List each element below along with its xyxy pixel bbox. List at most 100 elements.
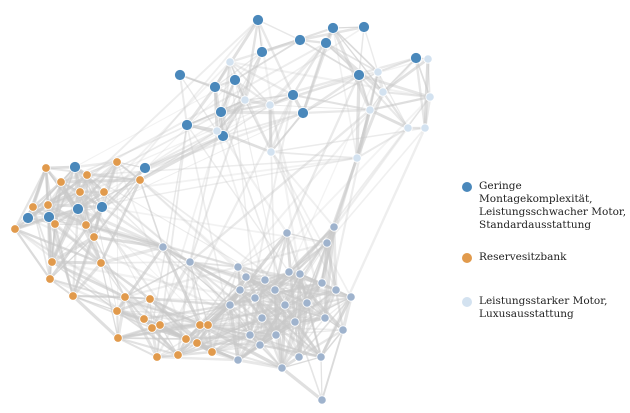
graph-edge (281, 356, 322, 369)
orange-node (139, 314, 149, 324)
graph-edge (48, 19, 259, 218)
orange-node (75, 187, 85, 197)
graph-edge (301, 73, 361, 115)
graph-edge (258, 288, 277, 347)
graph-edge (45, 167, 87, 226)
graph-edge (268, 103, 327, 320)
graph-edge (215, 98, 247, 133)
graph-edge (238, 288, 287, 307)
graph-edge (297, 301, 309, 359)
orange-node (113, 333, 123, 343)
gray-node (225, 300, 235, 310)
graph-edge (269, 150, 336, 229)
graph-edge (76, 207, 165, 249)
graph-edge (71, 294, 120, 340)
graph-edge (214, 51, 263, 88)
graph-edge (357, 73, 432, 99)
graph-edge (93, 236, 126, 298)
graph-edge (84, 223, 103, 265)
graph-edge (188, 108, 372, 264)
gray-node (317, 278, 327, 288)
blue-node (72, 203, 84, 215)
graph-edge (77, 179, 141, 210)
blue-node (252, 14, 264, 26)
graph-edge (155, 355, 240, 362)
graph-edge (72, 295, 308, 304)
graph-edge (92, 235, 165, 249)
graph-edge (253, 270, 291, 300)
graph-edge (144, 130, 218, 169)
gray-node (320, 313, 330, 323)
light-blue-node (373, 67, 383, 77)
graph-edge (59, 178, 142, 184)
graph-edge (156, 338, 187, 358)
graph-edge (229, 96, 431, 306)
graph-edge (229, 61, 271, 106)
graph-edge (249, 334, 322, 358)
graph-edge (188, 260, 242, 292)
graph-edge (320, 356, 323, 401)
graph-edge (234, 79, 286, 306)
orange-node (203, 320, 213, 330)
graph-edge (274, 289, 352, 298)
graph-edge (100, 262, 119, 339)
graph-edge (32, 94, 294, 208)
orange-node (147, 323, 157, 333)
graph-edge (116, 336, 159, 359)
graph-edge (186, 124, 290, 273)
graph-edge (45, 167, 209, 326)
blue-node (287, 89, 299, 101)
graph-edge (116, 336, 180, 357)
graph-edge (269, 93, 295, 154)
graph-edge (269, 104, 277, 336)
graph-nodes (10, 14, 435, 405)
graph-edge (48, 216, 87, 226)
graph-edge (268, 41, 328, 107)
graph-edge (210, 333, 252, 354)
graph-edge (301, 41, 328, 115)
orange-node (181, 334, 191, 344)
graph-edge (260, 38, 302, 54)
graph-edge (299, 39, 360, 76)
graph-edge (185, 85, 217, 127)
graph-edge (274, 273, 301, 291)
graph-edge (243, 18, 260, 102)
blue-node (43, 211, 55, 223)
graph-edge (14, 228, 179, 356)
graph-edge (73, 165, 278, 337)
gray-node (322, 238, 332, 248)
graph-edge (381, 90, 410, 130)
blue-node (96, 201, 108, 213)
graph-edge (325, 42, 379, 73)
gray-node (271, 330, 281, 340)
blue-node (297, 107, 309, 119)
graph-edge (237, 94, 294, 361)
legend-swatch-blue (462, 182, 472, 192)
graph-edge (377, 71, 409, 129)
orange-node (112, 157, 122, 167)
graph-edge (238, 288, 264, 320)
orange-node (195, 320, 205, 330)
legend-label: Leistungsstarker Motor, Luxusausstattung (479, 295, 608, 320)
graph-edge (116, 310, 179, 356)
blue-node (139, 162, 151, 174)
graph-edge (244, 99, 272, 153)
graph-edge (13, 215, 51, 231)
graph-edge (139, 130, 218, 181)
graph-edge (116, 161, 187, 340)
graph-edge (355, 73, 361, 160)
graph-edge (292, 94, 371, 111)
gray-node (331, 285, 341, 295)
graph-edge (84, 223, 165, 249)
graph-edge (188, 260, 248, 279)
blue-node (181, 119, 193, 131)
orange-node (28, 202, 38, 212)
graph-edge (320, 329, 344, 358)
legend-label: Geringe Montagekomplexität, Leistungssch… (479, 180, 627, 231)
gray-node (329, 222, 339, 232)
gray-node (257, 313, 267, 323)
graph-edge (355, 108, 372, 160)
graph-edge (79, 191, 95, 238)
graph-edge (103, 61, 231, 193)
